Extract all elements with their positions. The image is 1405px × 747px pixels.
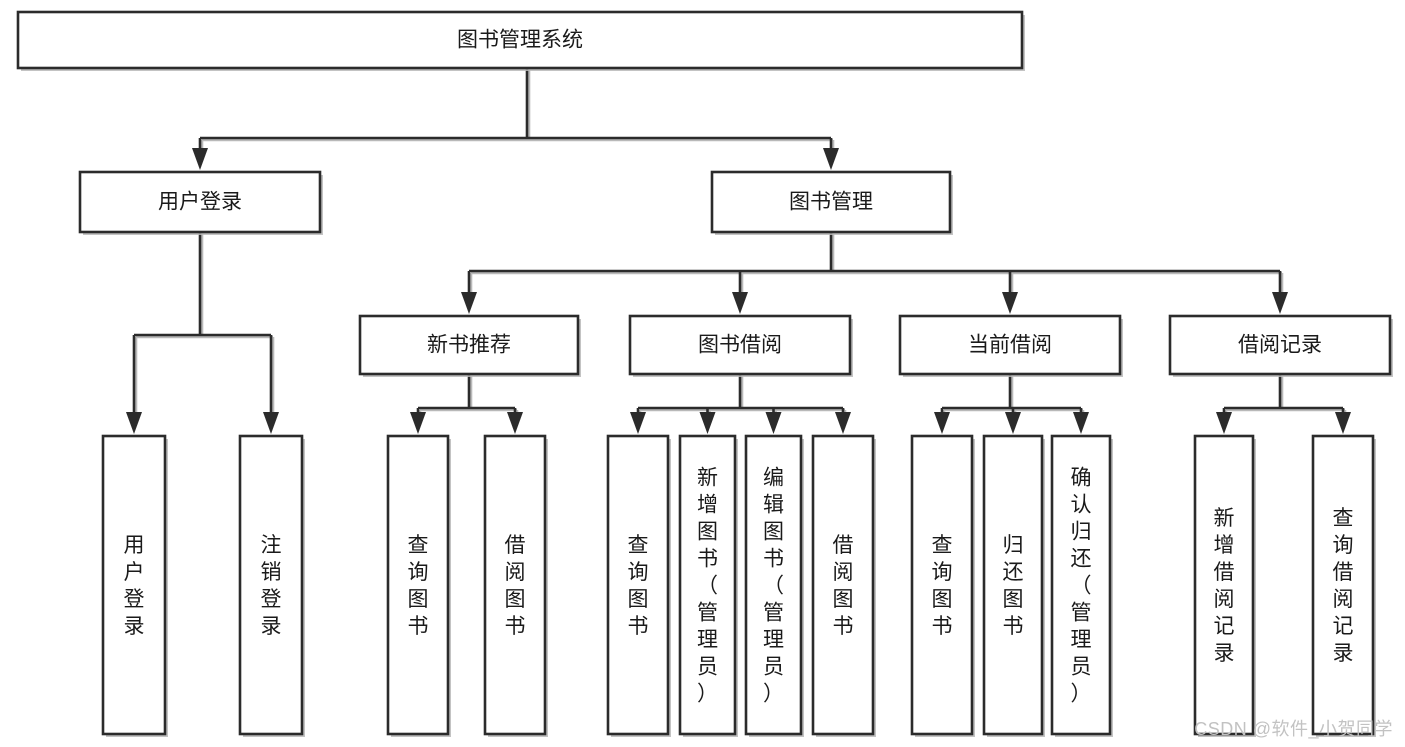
node-rect[interactable] xyxy=(16,10,1024,70)
node-rect[interactable] xyxy=(678,434,737,736)
node-label: 借阅图书 xyxy=(833,534,854,638)
node-rect[interactable] xyxy=(483,434,547,736)
node-label: 当前借阅 xyxy=(968,334,1052,357)
node-root[interactable]: 图书管理系统 xyxy=(16,10,1025,71)
connector-edge-borrowrecord-fan xyxy=(1216,374,1351,434)
node-leaf-query-book-1[interactable]: 查询图书 xyxy=(386,434,451,737)
node-layer: 图书管理系统用户登录图书管理新书推荐图书借阅当前借阅借阅记录用户登录注销登录查询… xyxy=(16,10,1393,737)
node-label: 确认归还（管理员） xyxy=(1071,467,1092,706)
node-label: 查询图书 xyxy=(932,534,953,638)
node-label: 图书借阅 xyxy=(698,334,782,357)
node-borrow-record[interactable]: 借阅记录 xyxy=(1168,314,1393,377)
node-rect[interactable] xyxy=(710,170,952,234)
arrow-head-icon xyxy=(507,412,523,434)
node-leaf-borrow-book-2[interactable]: 借阅图书 xyxy=(811,434,876,737)
node-new-book-rec[interactable]: 新书推荐 xyxy=(358,314,581,377)
node-rect[interactable] xyxy=(744,434,803,736)
arrow-head-icon xyxy=(732,292,748,314)
arrow-head-icon xyxy=(1216,412,1232,434)
node-label: 用户登录 xyxy=(124,534,145,638)
node-rect[interactable] xyxy=(386,434,450,736)
arrow-head-icon xyxy=(263,412,279,434)
node-leaf-query-book-3[interactable]: 查询图书 xyxy=(910,434,975,737)
node-label: 用户登录 xyxy=(158,191,242,214)
arrow-head-icon xyxy=(1073,412,1089,434)
node-rect[interactable] xyxy=(898,314,1122,376)
connector-edge-currentborrow-fan xyxy=(934,374,1089,434)
arrow-head-icon xyxy=(410,412,426,434)
connector-edge-newbook-fan xyxy=(410,374,523,434)
node-leaf-borrow-book-1[interactable]: 借阅图书 xyxy=(483,434,548,737)
arrow-head-icon xyxy=(934,412,950,434)
node-label: 借阅记录 xyxy=(1238,334,1322,357)
arrow-head-icon xyxy=(461,292,477,314)
node-rect[interactable] xyxy=(1311,434,1375,736)
node-rect[interactable] xyxy=(358,314,580,376)
arrow-head-icon xyxy=(835,412,851,434)
node-rect[interactable] xyxy=(910,434,974,736)
connector-edge-bookborrow-fan xyxy=(630,374,851,434)
node-leaf-user-login[interactable]: 用户登录 xyxy=(101,434,168,737)
node-leaf-user-logout[interactable]: 注销登录 xyxy=(238,434,305,737)
arrow-head-icon xyxy=(1335,412,1351,434)
arrow-head-icon xyxy=(699,412,716,434)
arrow-head-icon xyxy=(1002,292,1018,314)
connector-edge-root-fan xyxy=(192,68,839,170)
arrow-head-icon xyxy=(126,412,142,434)
arrow-head-icon xyxy=(630,412,646,434)
node-label: 新增图书（管理员） xyxy=(697,467,718,706)
node-label: 归还图书 xyxy=(1003,534,1024,638)
node-rect[interactable] xyxy=(811,434,875,736)
node-label: 图书管理 xyxy=(789,191,873,214)
node-label: 注销登录 xyxy=(261,534,282,638)
node-leaf-query-book-2[interactable]: 查询图书 xyxy=(606,434,671,737)
node-label: 编辑图书（管理员） xyxy=(763,467,784,706)
node-book-borrow[interactable]: 图书借阅 xyxy=(628,314,853,377)
arrow-head-icon xyxy=(765,412,782,434)
node-current-borrow[interactable]: 当前借阅 xyxy=(898,314,1123,377)
node-leaf-add-record[interactable]: 新增借阅记录 xyxy=(1193,434,1256,737)
node-book-manage[interactable]: 图书管理 xyxy=(710,170,953,235)
arrow-head-icon xyxy=(1005,412,1021,434)
watermark-label: CSDN @软件_小贺同学 xyxy=(1194,719,1393,739)
arrow-head-icon xyxy=(823,148,839,170)
node-leaf-edit-book[interactable]: 编辑图书（管理员） xyxy=(744,434,804,737)
node-leaf-return-book[interactable]: 归还图书 xyxy=(982,434,1045,737)
node-user-login[interactable]: 用户登录 xyxy=(78,170,323,235)
node-rect[interactable] xyxy=(1050,434,1112,736)
node-label: 新书推荐 xyxy=(427,334,511,357)
node-rect[interactable] xyxy=(1193,434,1255,736)
node-rect[interactable] xyxy=(238,434,304,736)
node-rect[interactable] xyxy=(78,170,322,234)
node-rect[interactable] xyxy=(1168,314,1392,376)
connector-edge-userlogin-fan xyxy=(126,232,279,434)
node-leaf-add-book[interactable]: 新增图书（管理员） xyxy=(678,434,738,737)
node-label: 新增借阅记录 xyxy=(1214,507,1235,665)
arrow-head-icon xyxy=(192,148,208,170)
node-leaf-confirm-return[interactable]: 确认归还（管理员） xyxy=(1050,434,1113,737)
node-rect[interactable] xyxy=(101,434,167,736)
node-label: 查询借阅记录 xyxy=(1333,507,1354,665)
arrow-head-icon xyxy=(1272,292,1288,314)
node-rect[interactable] xyxy=(982,434,1044,736)
node-label: 图书管理系统 xyxy=(457,29,583,52)
node-rect[interactable] xyxy=(628,314,852,376)
node-label: 查询图书 xyxy=(408,534,429,638)
node-rect[interactable] xyxy=(606,434,670,736)
connector-layer xyxy=(126,68,1351,434)
node-leaf-query-record[interactable]: 查询借阅记录 xyxy=(1311,434,1376,737)
connector-edge-bookmanage-fan xyxy=(461,232,1288,314)
node-label: 借阅图书 xyxy=(505,534,526,638)
node-label: 查询图书 xyxy=(628,534,649,638)
